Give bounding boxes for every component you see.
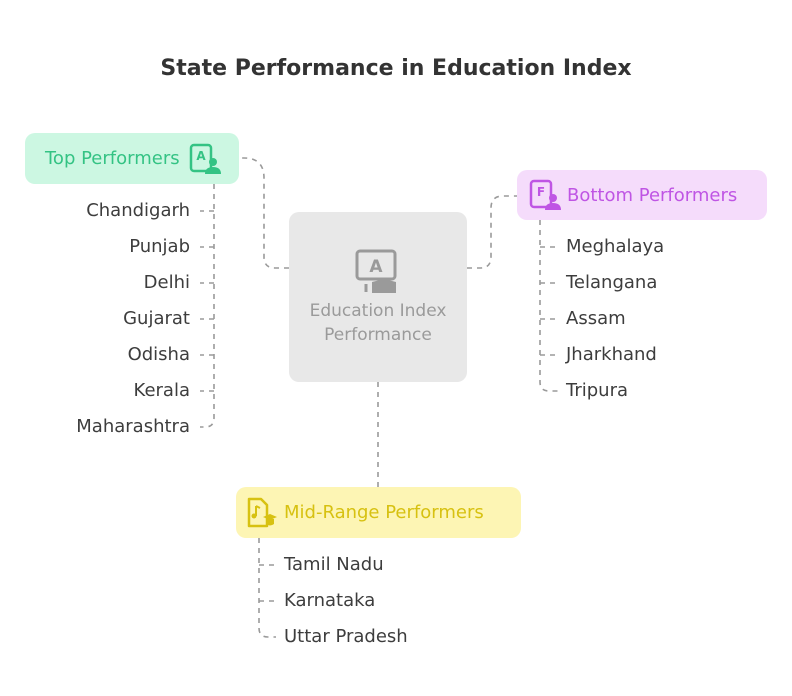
top-item-kerala: Kerala <box>133 380 190 401</box>
top-performers-node[interactable]: Top Performers A <box>25 133 239 184</box>
mid-range-performers-node[interactable]: Mid-Range Performers <box>236 487 521 538</box>
top-item-maharashtra: Maharashtra <box>76 416 190 437</box>
svg-text:A: A <box>369 257 383 277</box>
top-item-gujarat: Gujarat <box>123 308 190 329</box>
center-node-label: Education Index Performance <box>309 300 447 345</box>
connector-center-bottom <box>467 195 517 269</box>
top-performers-label: Top Performers <box>45 148 180 169</box>
bottom-item-telangana: Telangana <box>566 272 658 293</box>
bottom-item-tripura: Tripura <box>566 380 629 401</box>
top-list-spine <box>200 184 215 428</box>
svg-text:A: A <box>196 149 206 163</box>
mid-item-uttar-pradesh: Uttar Pradesh <box>284 626 408 647</box>
bottom-list-spine <box>539 220 558 392</box>
music-graduate-document-icon <box>246 497 278 529</box>
mid-item-tamil-nadu: Tamil Nadu <box>284 554 384 575</box>
mid-range-performers-label: Mid-Range Performers <box>284 502 484 523</box>
top-item-chandigarh: Chandigarh <box>86 200 190 221</box>
education-book-icon: A <box>354 248 402 299</box>
mid-item-karnataka: Karnataka <box>284 590 376 611</box>
top-item-odisha: Odisha <box>127 344 190 365</box>
bottom-item-jharkhand: Jharkhand <box>566 344 657 365</box>
grade-f-person-icon: F <box>529 179 561 211</box>
diagram-title: State Performance in Education Index <box>160 56 632 81</box>
bottom-item-meghalaya: Meghalaya <box>566 236 665 257</box>
mid-list-spine <box>258 538 276 638</box>
svg-text:F: F <box>537 185 545 199</box>
center-node[interactable]: A Education Index Performance <box>289 212 467 382</box>
top-item-punjab: Punjab <box>129 236 190 257</box>
bottom-item-assam: Assam <box>566 308 626 329</box>
grade-a-person-icon: A <box>189 143 221 175</box>
top-item-delhi: Delhi <box>143 272 190 293</box>
connector-center-top <box>240 157 289 269</box>
bottom-performers-label: Bottom Performers <box>567 184 738 206</box>
bottom-performers-node[interactable]: F Bottom Performers <box>517 170 767 220</box>
